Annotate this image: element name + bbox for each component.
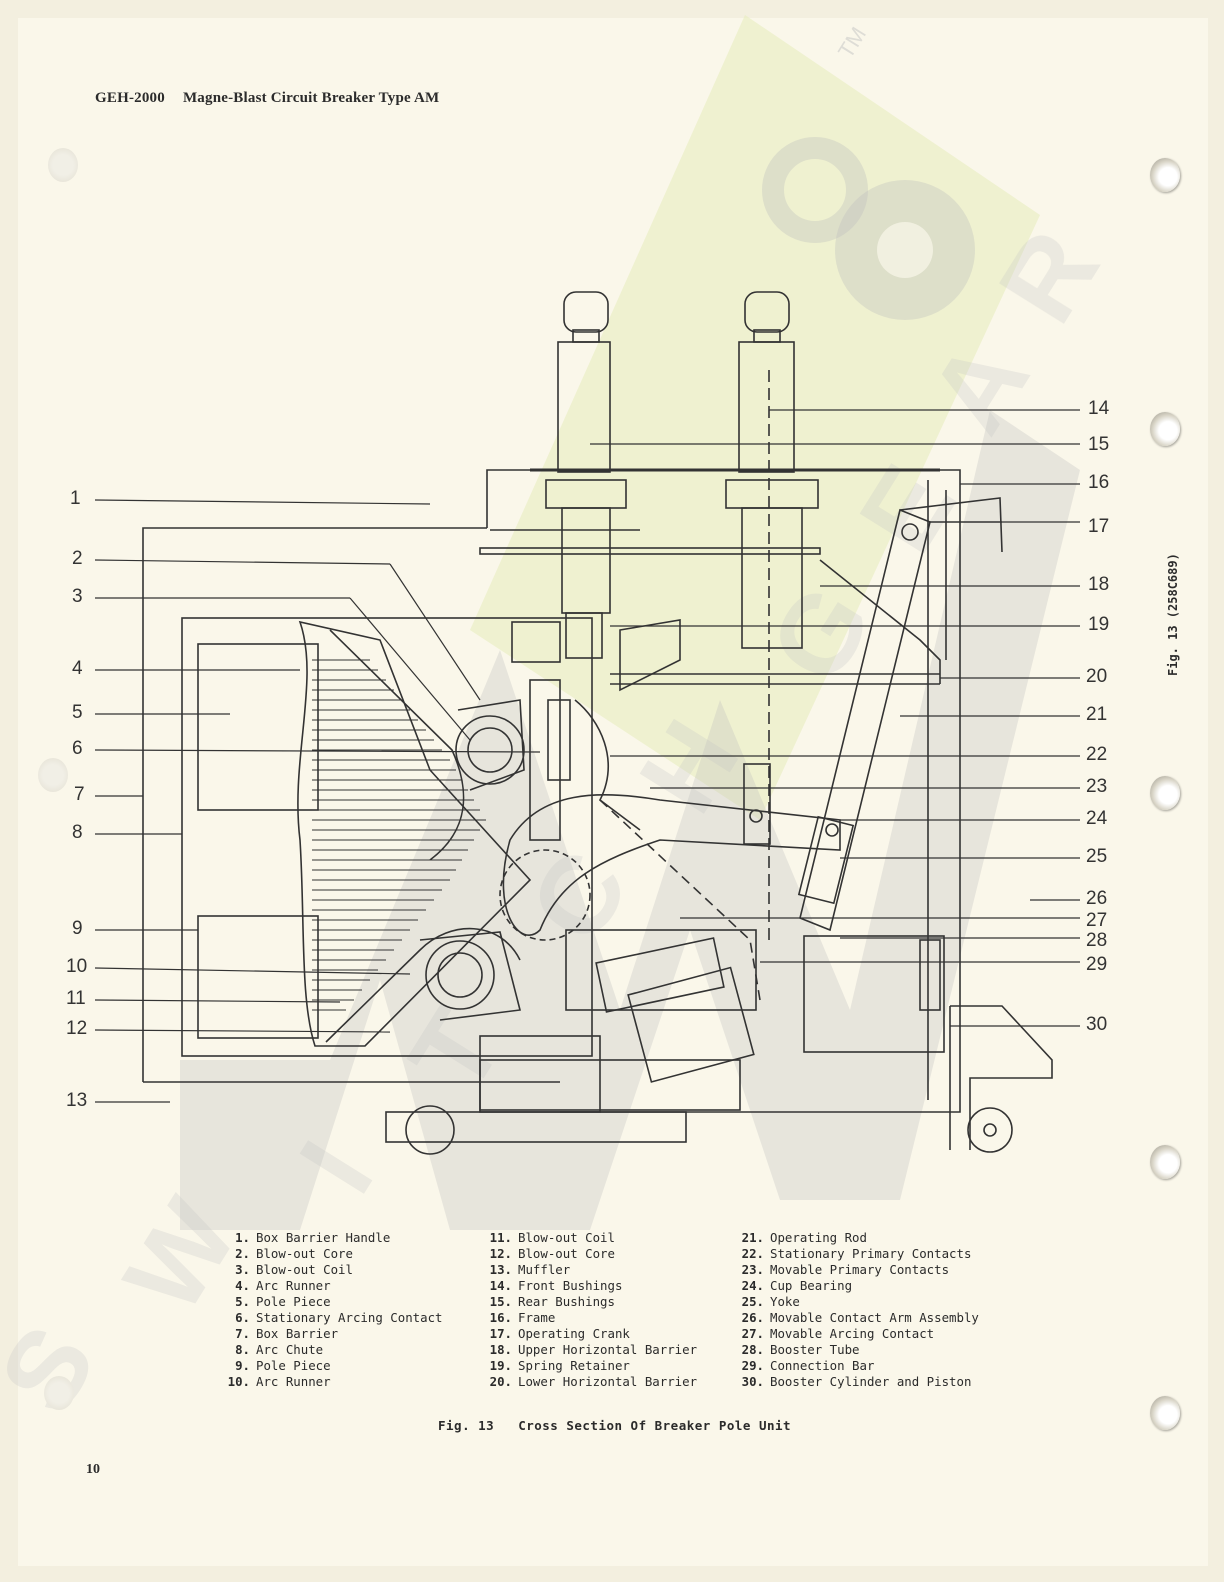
upper-blowout-coil (455, 699, 525, 791)
binder-hole-faint (48, 148, 78, 182)
legend-item: 22.Stationary Primary Contacts (741, 1246, 972, 1261)
operating-rod (743, 508, 931, 932)
legend-item: 26.Movable Contact Arm Assembly (741, 1310, 979, 1325)
legend-item: 1.Box Barrier Handle (235, 1230, 391, 1245)
horizontal-barriers (610, 559, 941, 685)
rear-bushing (725, 291, 819, 940)
callout-17: 17 (1088, 516, 1110, 537)
callout-30: 30 (1086, 1014, 1108, 1035)
callout-20: 20 (1086, 666, 1108, 687)
binder-hole-faint (44, 1376, 74, 1410)
callout-5: 5 (72, 702, 83, 723)
lower-blowout-coil (419, 931, 522, 1021)
legend-item: 4.Arc Runner (235, 1278, 331, 1293)
callout-6: 6 (72, 738, 83, 759)
leader-lines-left (94, 499, 541, 1103)
legend-item: 15.Rear Bushings (489, 1294, 615, 1309)
callout-12: 12 (66, 1018, 88, 1039)
legend-item: 13.Muffler (489, 1262, 571, 1277)
callout-26: 26 (1086, 888, 1108, 909)
callout-1: 1 (70, 488, 81, 509)
callout-16: 16 (1088, 472, 1110, 493)
legend-item: 6.Stationary Arcing Contact (235, 1310, 443, 1325)
legend-item: 21.Operating Rod (741, 1230, 867, 1245)
figure-title: Cross Section Of Breaker Pole Unit (518, 1418, 792, 1433)
page-number: 10 (86, 1462, 100, 1477)
contact-assembly (479, 619, 945, 1113)
binder-hole (1150, 1145, 1180, 1179)
page-header: GEH-2000 Magne-Blast Circuit Breaker Type… (95, 90, 439, 107)
binder-hole (1150, 776, 1180, 810)
document-title: Magne-Blast Circuit Breaker Type AM (182, 90, 440, 106)
leader-lines-right (590, 409, 1080, 1027)
legend-item: 27.Movable Arcing Contact (741, 1326, 935, 1341)
legend-item: 8.Arc Chute (235, 1342, 324, 1357)
callout-15: 15 (1088, 434, 1110, 455)
arc-chute (181, 617, 593, 1057)
legend-item: 19.Spring Retainer (489, 1358, 630, 1373)
legend-item: 16.Frame (489, 1310, 556, 1325)
legend-column-3: 21.Operating Rod 22.Stationary Primary C… (736, 1230, 979, 1390)
callout-13: 13 (66, 1090, 88, 1111)
operating-crank (899, 497, 1003, 553)
callout-10: 10 (66, 956, 88, 977)
legend-item: 10.Arc Runner (227, 1374, 331, 1389)
legend-column-2: 11.Blow-out Coil 12.Blow-out Core 13.Muf… (484, 1230, 697, 1390)
legend-item: 20.Lower Horizontal Barrier (489, 1374, 698, 1389)
legend-item: 3.Blow-out Coil (235, 1262, 353, 1277)
binder-hole-faint (38, 758, 68, 792)
callout-23: 23 (1086, 776, 1108, 797)
legend-item: 5.Pole Piece (235, 1294, 331, 1309)
callout-7: 7 (74, 784, 85, 805)
callout-4: 4 (72, 658, 83, 679)
callout-22: 22 (1086, 744, 1108, 765)
side-figure-label: Fig. 13 (258C689) (1166, 553, 1180, 676)
callout-11: 11 (66, 988, 86, 1009)
figure-number: Fig. 13 (438, 1418, 495, 1433)
legend-item: 24.Cup Bearing (741, 1278, 853, 1293)
legend-item: 29.Connection Bar (741, 1358, 875, 1373)
callout-9: 9 (72, 918, 83, 939)
callout-27: 27 (1086, 910, 1108, 931)
callout-21: 21 (1086, 704, 1108, 725)
legend-item: 12.Blow-out Core (489, 1246, 615, 1261)
callout-3: 3 (72, 586, 83, 607)
legend-item: 9.Pole Piece (235, 1358, 331, 1373)
legend-item: 25.Yoke (741, 1294, 800, 1309)
callout-18: 18 (1088, 574, 1110, 595)
binder-hole (1150, 412, 1180, 446)
legend-item: 11.Blow-out Coil (489, 1230, 615, 1245)
binder-hole (1150, 158, 1180, 192)
legend-item: 14.Front Bushings (489, 1278, 623, 1293)
callout-19: 19 (1088, 614, 1110, 635)
callout-25: 25 (1086, 846, 1108, 867)
binder-hole (1150, 1396, 1180, 1430)
base-carriage (385, 1005, 1053, 1155)
callout-29: 29 (1086, 954, 1108, 975)
front-bushing (545, 291, 627, 659)
callout-24: 24 (1086, 808, 1108, 829)
callout-14: 14 (1088, 398, 1110, 419)
callout-28: 28 (1086, 930, 1108, 951)
legend-column-1: 1.Box Barrier Handle 2.Blow-out Core 3.B… (222, 1230, 443, 1390)
legend-item: 17.Operating Crank (489, 1326, 630, 1341)
callout-2: 2 (72, 548, 83, 569)
legend-item: 28.Booster Tube (741, 1342, 860, 1357)
legend-item: 7.Box Barrier (235, 1326, 339, 1341)
callout-8: 8 (72, 822, 83, 843)
legend-item: 2.Blow-out Core (235, 1246, 353, 1261)
arc-chute-plates (312, 659, 486, 1011)
legend-item: 23.Movable Primary Contacts (741, 1262, 950, 1277)
legend-item: 18.Upper Horizontal Barrier (489, 1342, 698, 1357)
frame-outline (142, 468, 961, 1113)
figure-caption: Fig. 13 Cross Section Of Breaker Pole Uni… (438, 1418, 791, 1433)
document-id: GEH-2000 (95, 90, 165, 106)
legend-item: 30.Booster Cylinder and Piston (741, 1374, 972, 1389)
